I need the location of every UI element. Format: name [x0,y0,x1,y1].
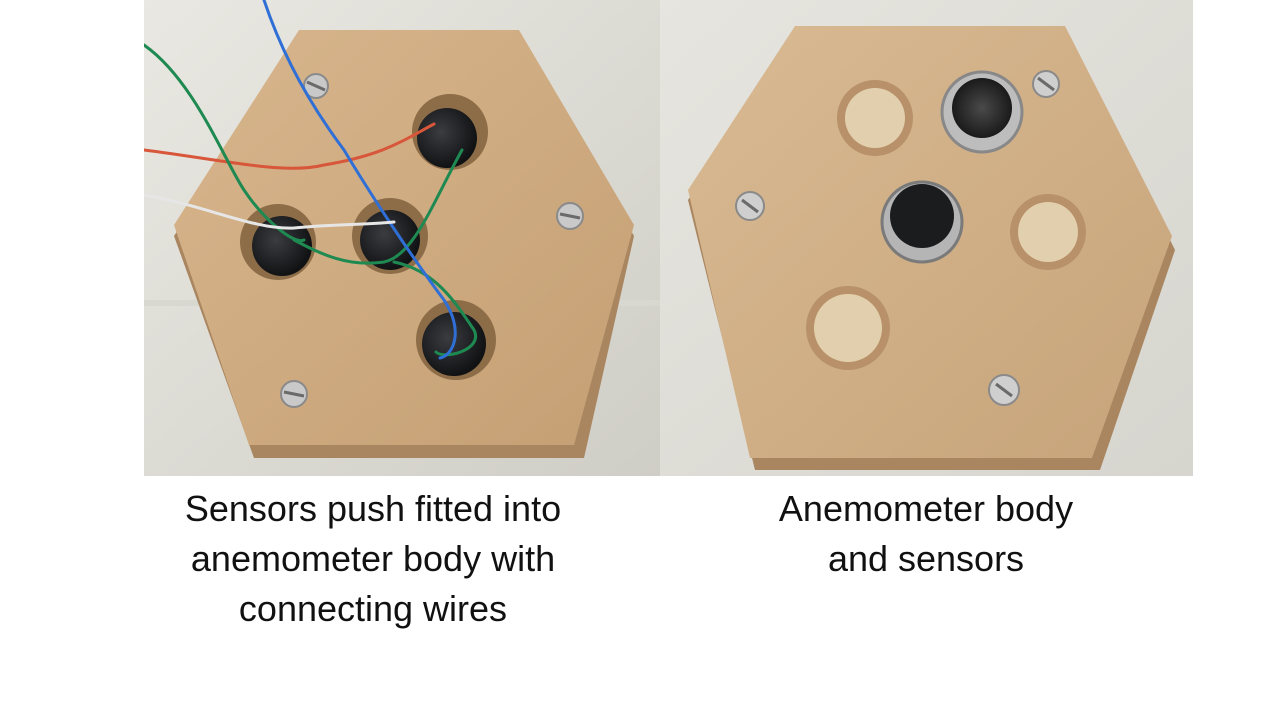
caption-line: connecting wires [238,588,508,629]
caption-line: anemometer body with [190,538,556,579]
sensor-icon [880,70,1024,264]
caption-line: and sensors [827,538,1025,579]
caption-line: Sensors push fitted into [184,488,562,529]
wires [144,0,478,360]
caption-sensors-wired: Sensors push fitted into anemometer body… [150,484,596,634]
screw-icon [735,70,1060,406]
caption-line: Anemometer body [778,488,1074,529]
photo-body-and-sensors [660,0,1193,476]
photo-body-and-sensors-image [660,0,1193,476]
photo-sensors-wired-image [144,0,660,476]
empty-hole-icon [806,80,1086,370]
screw-icon [280,73,584,408]
caption-body-and-sensors: Anemometer body and sensors [720,484,1132,584]
photo-sensors-wired [144,0,660,476]
